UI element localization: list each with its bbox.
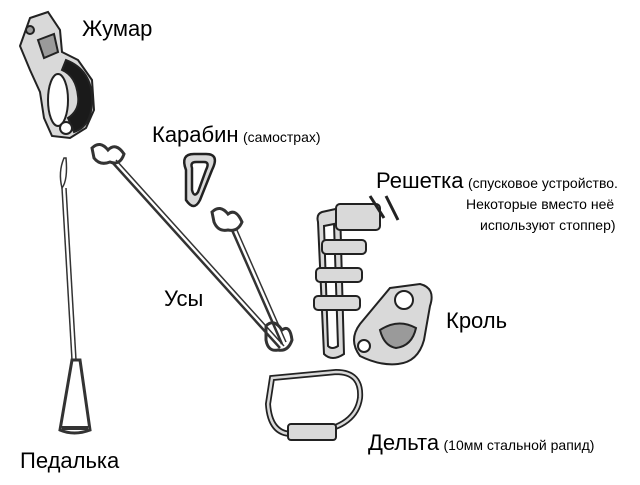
jumar-icon [18, 10, 96, 140]
rack-icon [313, 195, 400, 359]
label-delta: Дельта [368, 430, 440, 455]
label-rack-note-3: используют стоппер) [480, 217, 616, 233]
label-carabiner-note: (самострах) [243, 129, 321, 145]
pedal-icon [58, 157, 92, 435]
label-whiskers: Усы [164, 286, 204, 311]
label-rack-note-2: Некоторые вместо неё [466, 196, 615, 212]
whiskers-icon [90, 143, 294, 352]
label-delta-note: (10мм стальной рапид) [443, 437, 595, 453]
label-rack: Решетка [376, 168, 464, 193]
label-rack-note-1: (спусковое устройство. [467, 175, 618, 191]
label-rack-group: Решетка (спусковое устройство. [376, 170, 618, 192]
carabiner-icon [183, 152, 217, 208]
croll-icon [353, 282, 433, 366]
delta-icon [264, 368, 364, 441]
label-carabiner-group: Карабин (самострах) [152, 124, 321, 146]
label-carabiner: Карабин [152, 122, 239, 147]
label-pedal: Педалька [20, 448, 120, 473]
label-delta-group: Дельта (10мм стальной рапид) [368, 432, 594, 454]
label-jumar: Жумар [82, 16, 153, 41]
label-croll: Кроль [446, 308, 508, 333]
